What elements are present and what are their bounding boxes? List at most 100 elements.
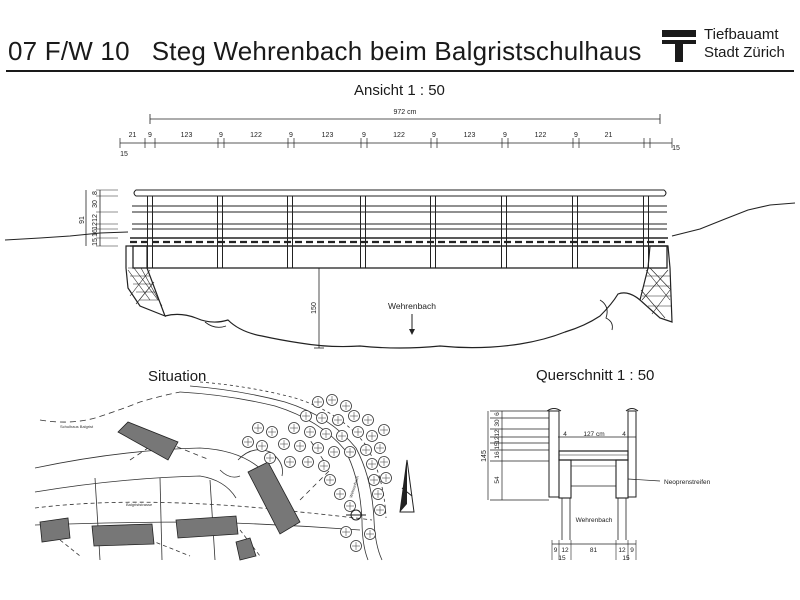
section-bottom-dim-4: 12 <box>618 547 626 554</box>
tree-icon <box>366 430 378 442</box>
tree-icon <box>256 440 268 452</box>
tree-icon <box>340 400 352 412</box>
bay-dimension-6: 9 <box>289 132 293 139</box>
tree-icon <box>378 456 390 468</box>
tree-icon <box>278 438 290 450</box>
tree-icon <box>348 410 360 422</box>
drawing-title: 07 F/W 10 Steg Wehrenbach beim Balgristsc… <box>8 36 642 67</box>
label-schoolhouse: Schulhaus Balgrist <box>60 424 94 429</box>
drawing-code: 07 F/W 10 <box>8 36 130 66</box>
tree-icon <box>364 528 376 540</box>
abutment-left-hatching <box>127 267 163 307</box>
section-beam-left <box>558 459 572 499</box>
bay-dimension-8: 9 <box>362 132 366 139</box>
ground-line-right <box>671 202 796 237</box>
building-3 <box>175 515 239 539</box>
stream-course <box>199 381 387 519</box>
building-2 <box>91 523 155 547</box>
road-edge-north <box>34 447 269 511</box>
main-beam <box>132 245 668 269</box>
post-5 <box>430 195 436 269</box>
tree-icon <box>312 442 324 454</box>
stream-bed <box>164 292 641 349</box>
elevation-view <box>4 114 796 349</box>
tree-icon <box>366 458 378 470</box>
tree-icon <box>288 422 300 434</box>
tree-icon <box>304 426 316 438</box>
tree-icon <box>242 436 254 448</box>
section-height-part-1: 6 <box>494 412 501 416</box>
bay-dimension-9: 122 <box>393 132 405 139</box>
ground-line-left <box>4 231 129 241</box>
tree-icon <box>344 500 356 512</box>
bay-dimension-3: 123 <box>181 132 193 139</box>
stream-label-section: Wehrenbach <box>576 517 613 524</box>
height-part-4: 12 <box>92 222 99 230</box>
building-4 <box>247 461 301 535</box>
post-1 <box>147 195 153 269</box>
organisation-line-1: Tiefbauamt <box>704 26 779 43</box>
road-dashed <box>34 501 373 521</box>
section-top-dim-left: 4 <box>563 431 567 438</box>
tree-icon <box>312 396 324 408</box>
tree-icon <box>324 474 336 486</box>
section-bottom-dim2-left: 15 <box>558 555 566 562</box>
tree-icon <box>374 442 386 454</box>
bay-dimension-4: 9 <box>219 132 223 139</box>
tree-icon <box>302 456 314 468</box>
building-1 <box>39 517 71 543</box>
tree-icon <box>380 472 392 484</box>
abutment-left <box>125 245 167 318</box>
side-dimension-right: 15 <box>672 145 680 152</box>
tree-icon <box>264 452 276 464</box>
post-4 <box>360 195 366 269</box>
bay-dimension-1: 21 <box>129 132 137 139</box>
section-deck <box>558 450 629 461</box>
tree-icon <box>332 414 344 426</box>
tree-icon <box>336 430 348 442</box>
tree-icon <box>328 446 340 458</box>
bridge-location-marker <box>346 509 366 521</box>
tree-icon <box>252 422 264 434</box>
tree-icon <box>334 488 346 500</box>
tree-icon <box>374 504 386 516</box>
bay-dimension-14: 9 <box>574 132 578 139</box>
section-height-part-5: 15 <box>494 442 501 450</box>
tree-icon <box>266 426 278 438</box>
tree-icon <box>352 426 364 438</box>
section-beam-right <box>615 459 629 499</box>
tree-icon <box>294 440 306 452</box>
bay-dimension-11: 123 <box>464 132 476 139</box>
cross-section-view <box>487 408 661 560</box>
label-stream: Wehrenbach <box>348 475 360 498</box>
section-post-left <box>548 410 560 498</box>
height-part-3: 12 <box>92 214 99 222</box>
post-6 <box>501 195 507 269</box>
drawing-name: Steg Wehrenbach beim Balgristschulhaus <box>151 36 642 66</box>
side-dimension-left: 15 <box>120 151 128 158</box>
tree-icon <box>300 410 312 422</box>
tree-icon <box>326 394 338 406</box>
bay-dimension-2: 9 <box>148 132 152 139</box>
section-height-part-7: 54 <box>494 476 501 484</box>
road-edge-south <box>34 475 237 499</box>
section-bottom-dim2-right: 15 <box>622 555 630 562</box>
height-part-1: 8 <box>92 191 99 195</box>
tree-icon <box>318 460 330 472</box>
section-bottom-dim-2: 12 <box>561 547 569 554</box>
overall-dimension-text: 972 cm <box>394 109 417 116</box>
section-title: Querschnitt 1 : 50 <box>536 367 655 384</box>
section-bottom-dim-5: 9 <box>630 547 634 554</box>
height-total-text: 91 <box>79 216 86 224</box>
section-height-part-3: 12 <box>494 429 501 437</box>
situation-trees <box>242 394 392 552</box>
situation-buildings <box>39 421 301 561</box>
section-height-part-2: 30 <box>494 419 501 427</box>
height-part-5: 16 <box>92 229 99 237</box>
height-part-2: 30 <box>92 200 99 208</box>
bay-dimension-7: 123 <box>322 132 334 139</box>
situation-title: Situation <box>148 368 207 385</box>
label-street: Balgriststrasse <box>126 502 153 507</box>
abutment-right-hatching <box>640 267 672 319</box>
